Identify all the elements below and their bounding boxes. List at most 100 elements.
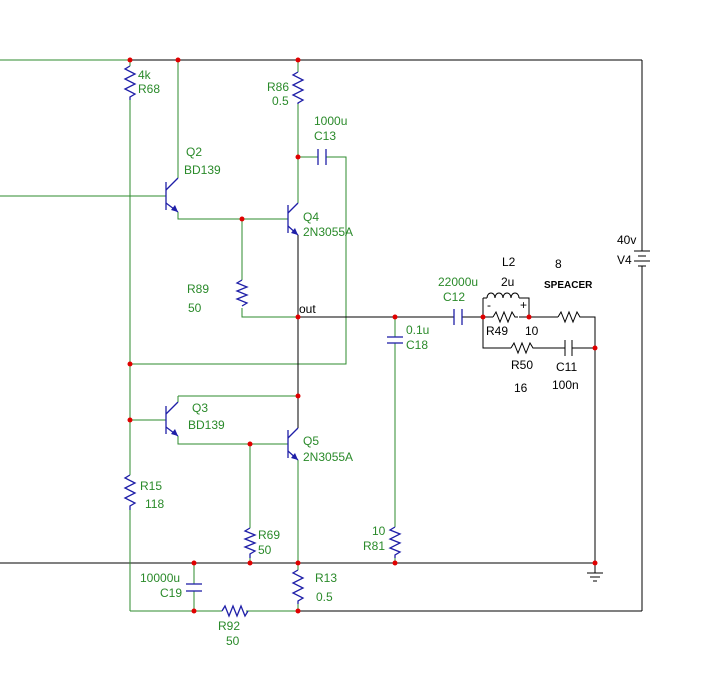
q3-ref: Q3 — [192, 401, 208, 415]
node-dot — [175, 57, 181, 63]
c18-value: 0.1u — [406, 323, 429, 337]
r13-value: 0.5 — [316, 590, 333, 604]
r81-ref: R81 — [363, 539, 385, 553]
r13-resistor — [291, 569, 305, 604]
wire-q2-emitter — [177, 212, 288, 220]
r15-resistor — [123, 474, 137, 510]
r50-resistor — [510, 341, 537, 355]
node-dot — [295, 154, 301, 160]
r86-value: 0.5 — [272, 94, 289, 108]
r13-ref: R13 — [315, 571, 337, 585]
c11-value: 100n — [552, 378, 579, 392]
ground-icon — [587, 572, 603, 582]
labels: 4k R68 R86 0.5 1000u C13 Q2 BD139 Q4 2N3… — [138, 68, 636, 648]
c12-capacitor — [453, 309, 463, 325]
r86-ref: R86 — [267, 80, 289, 94]
r92-ref: R92 — [218, 619, 240, 633]
speaker-value: 8 — [555, 257, 562, 271]
c12-ref: C12 — [443, 290, 465, 304]
r69-resistor — [243, 527, 257, 558]
c19-capacitor — [186, 583, 202, 592]
node-dot — [127, 57, 133, 63]
node-dot — [127, 417, 133, 423]
q2-transistor — [165, 177, 179, 213]
node-dot — [392, 314, 398, 320]
r81-value: 10 — [372, 524, 386, 538]
node-dot — [191, 608, 197, 614]
r50-ref: R50 — [511, 358, 533, 372]
r15-value: 118 — [145, 497, 164, 511]
r68-ref: R68 — [138, 82, 160, 96]
c19-value: 10000u — [140, 571, 180, 585]
r15-ref: R15 — [140, 479, 162, 493]
node-dot — [392, 560, 398, 566]
node-dot — [295, 393, 301, 399]
node-dot — [127, 361, 133, 367]
q2-ref: Q2 — [186, 145, 202, 159]
r89-resistor — [235, 279, 249, 307]
node-dot — [247, 560, 253, 566]
wire-speaker-return — [582, 316, 596, 563]
c13-ref: C13 — [314, 129, 336, 143]
node-dot — [592, 345, 598, 351]
node-dot — [592, 560, 598, 566]
r68-resistor — [123, 65, 137, 100]
r81-resistor — [388, 526, 402, 558]
node-dot — [295, 608, 301, 614]
c11-capacitor — [564, 340, 573, 356]
q4-transistor — [287, 202, 299, 236]
r49-resistor — [492, 310, 518, 324]
q2-model: BD139 — [184, 163, 221, 177]
r49-value: 10 — [525, 324, 539, 338]
wires — [0, 59, 643, 612]
c18-ref: C18 — [406, 338, 428, 352]
node-dot — [295, 314, 301, 320]
wire-l2-right — [519, 297, 530, 317]
v4-voltage-source — [634, 250, 650, 271]
r69-ref: R69 — [258, 528, 280, 542]
q3-model: BD139 — [188, 418, 225, 432]
out-net-label: out — [299, 302, 316, 316]
node-dot — [480, 314, 486, 320]
q5-ref: Q5 — [303, 434, 319, 448]
r69-value: 50 — [258, 543, 272, 557]
c13-value: 1000u — [314, 114, 347, 128]
r68-value: 4k — [138, 68, 152, 82]
wire-r89-bottom — [241, 308, 298, 318]
v4-ref: V4 — [617, 253, 632, 267]
c19-ref: C19 — [160, 586, 182, 600]
q5-model: 2N3055A — [303, 450, 353, 464]
c13-capacitor — [317, 149, 327, 165]
l2-minus-mark: - — [487, 298, 491, 312]
r92-resistor — [221, 604, 249, 618]
c18-capacitor — [387, 336, 403, 344]
v4-value: 40v — [617, 233, 636, 247]
r89-value: 50 — [188, 301, 202, 315]
r92-value: 50 — [226, 634, 240, 648]
node-dot — [526, 314, 532, 320]
q4-ref: Q4 — [303, 210, 319, 224]
c11-ref: C11 — [556, 360, 577, 374]
junction-nodes — [127, 57, 598, 614]
l2-inductor — [486, 292, 520, 299]
q5-transistor — [287, 427, 299, 461]
wire-c13-return — [130, 156, 347, 365]
l2-ref: L2 — [502, 255, 516, 269]
r89-ref: R89 — [187, 282, 209, 296]
r86-resistor — [291, 71, 305, 104]
wire-q3-emitter — [177, 436, 288, 445]
q4-model: 2N3055A — [303, 225, 353, 239]
speaker-load — [557, 310, 582, 324]
r50-value: 16 — [514, 381, 528, 395]
q3-transistor — [165, 396, 179, 437]
node-dot — [239, 216, 245, 222]
r49-ref: R49 — [486, 324, 508, 338]
l2-value: 2u — [501, 275, 514, 289]
node-dot — [295, 57, 301, 63]
c12-value: 22000u — [438, 275, 478, 289]
node-dot — [295, 560, 301, 566]
l2-plus-mark: + — [520, 298, 527, 312]
speaker-ref: SPEACER — [544, 280, 593, 291]
node-dot — [191, 560, 197, 566]
